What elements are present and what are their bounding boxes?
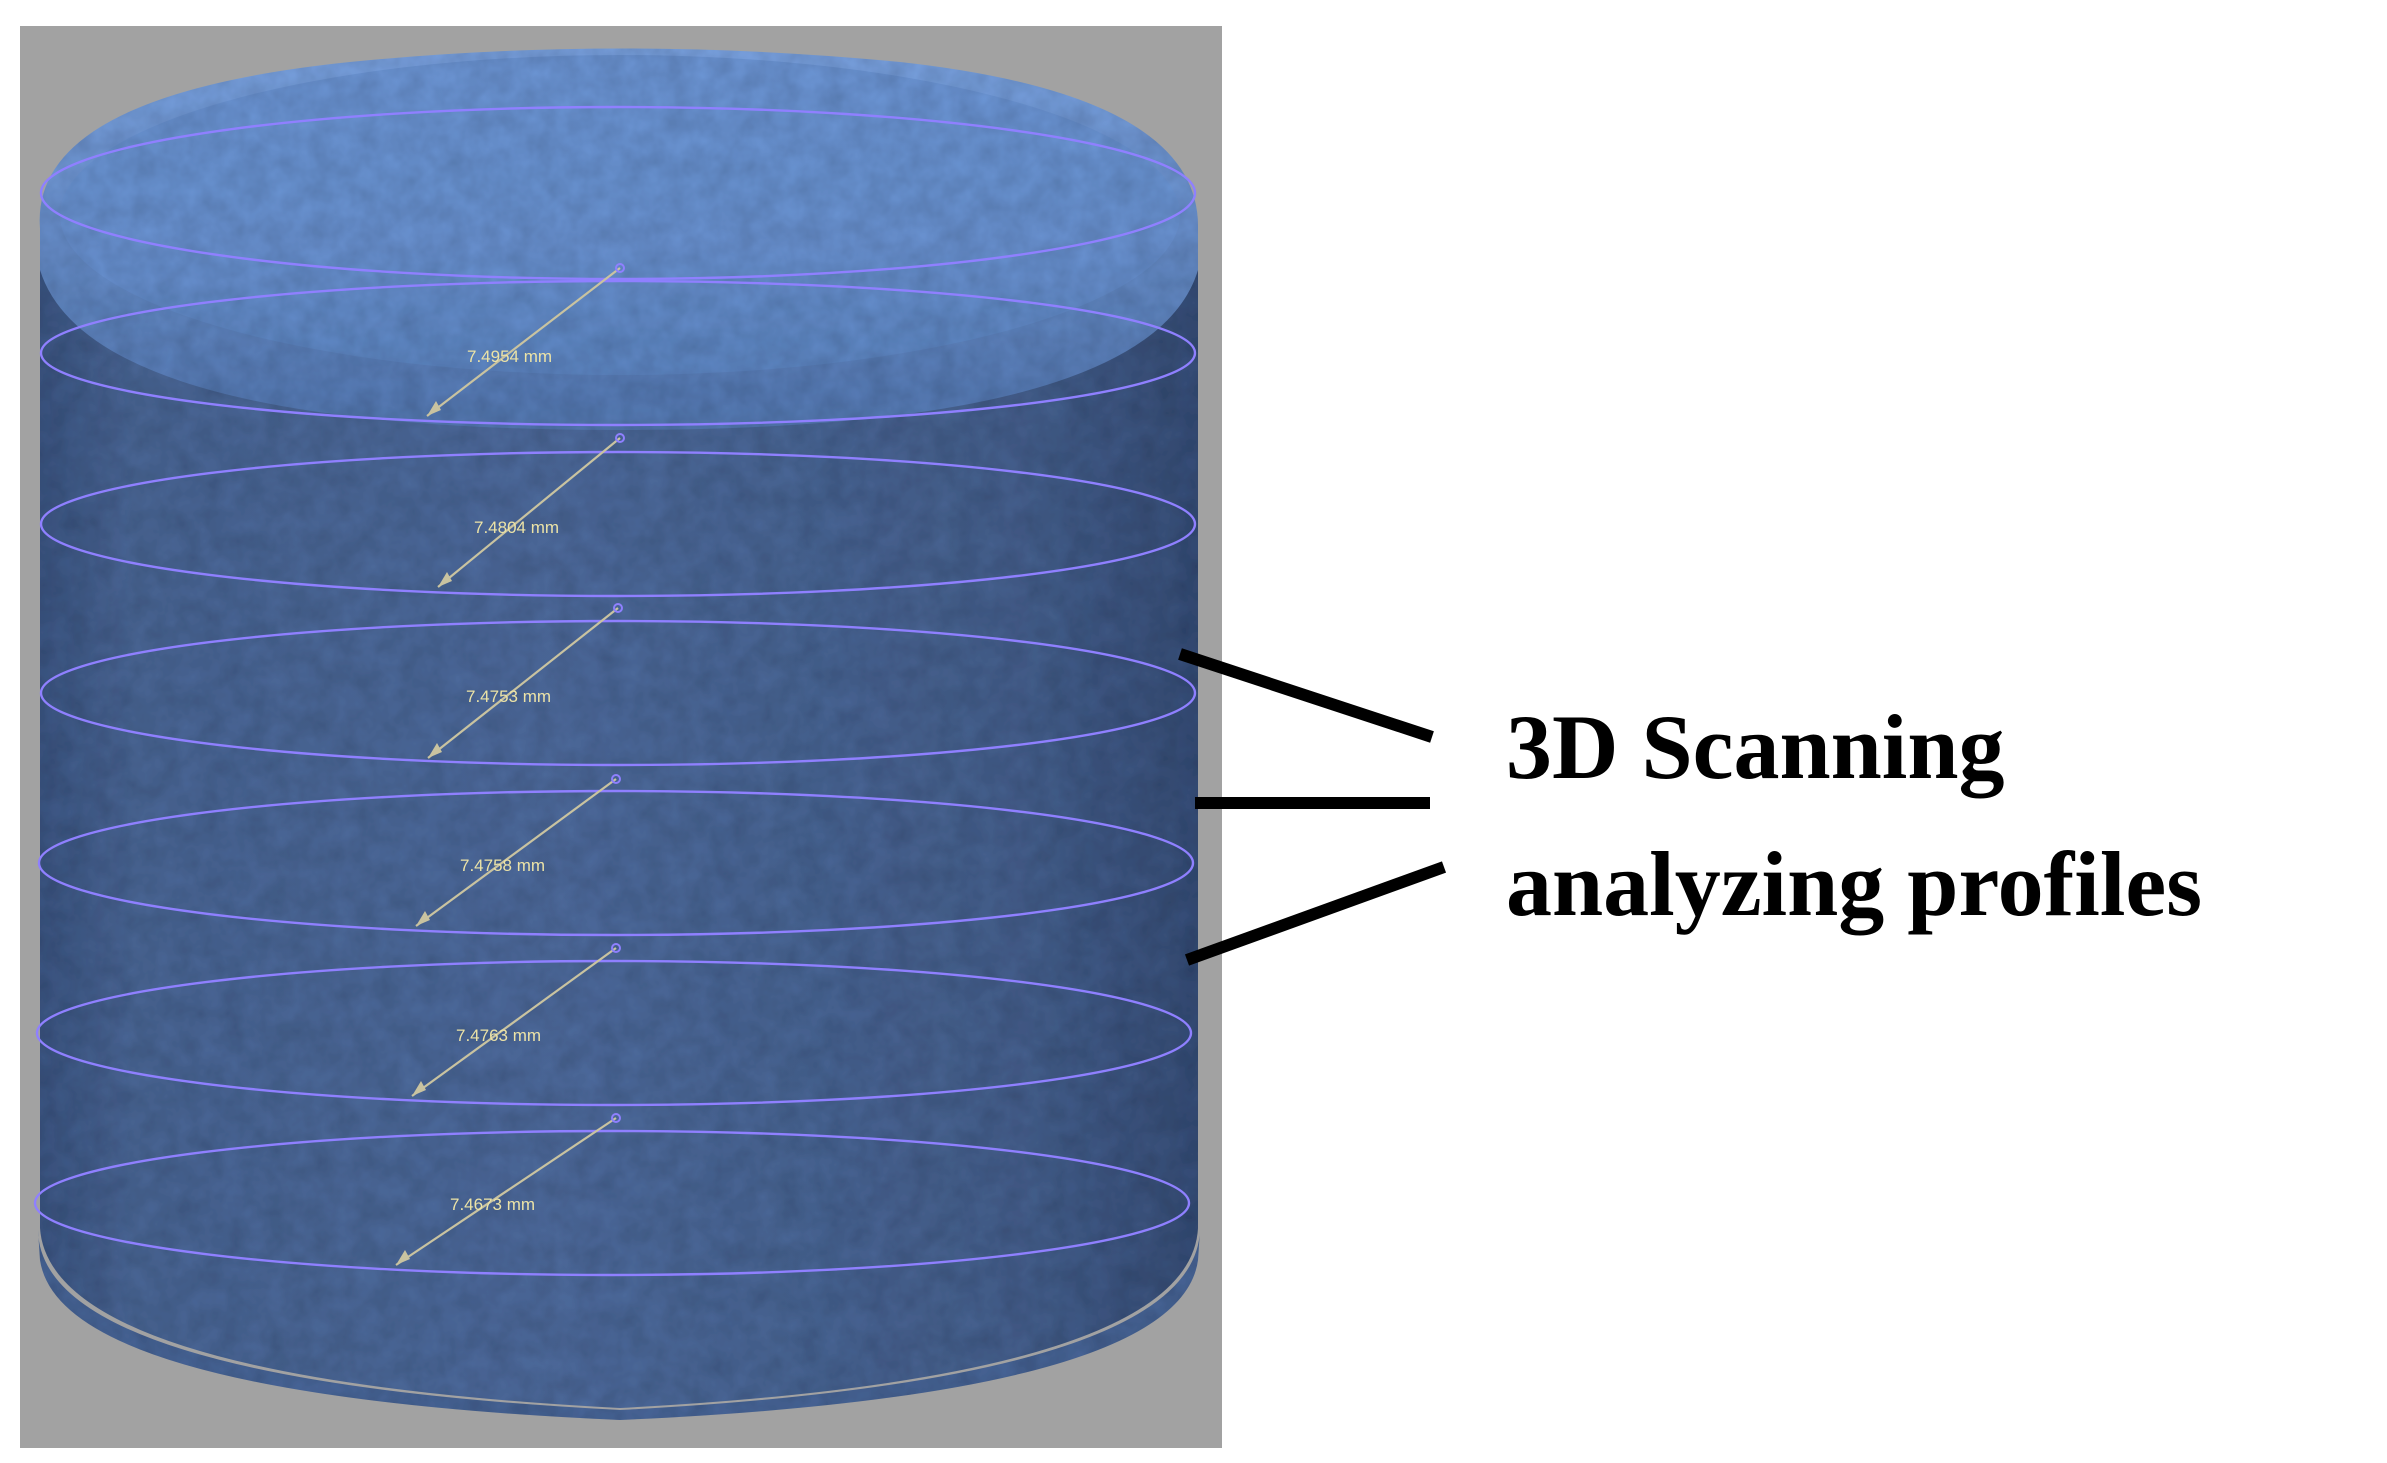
profile-ring-4 [37, 789, 1195, 937]
profile-ring-6 [33, 1129, 1191, 1277]
measurement-label-6: 7.4673 mm [450, 1195, 535, 1214]
arrowhead-6 [396, 1250, 410, 1265]
profile-ring-top [39, 105, 1197, 281]
profile-ring-2 [39, 450, 1197, 598]
profile-center-4 [611, 774, 621, 784]
profile-ring-1 [39, 279, 1197, 427]
radius-arrow-6 [395, 1117, 617, 1266]
profile-center-5 [611, 943, 621, 953]
radius-arrow-4 [415, 778, 617, 927]
measurement-label-1: 7.4954 mm [467, 347, 552, 366]
arrowhead-2 [438, 572, 452, 587]
callout-line-lower [1184, 861, 1447, 966]
measurement-label-3: 7.4753 mm [466, 687, 551, 706]
callout-line-upper [1178, 648, 1434, 743]
callout-leaders [1178, 648, 1447, 966]
cylinder-body [40, 228, 1198, 1408]
profile-center-3 [613, 603, 623, 613]
analysis-profiles: 7.4954 mm 7.4804 mm 7.4753 mm 7.4758 mm … [33, 105, 1197, 1277]
radius-arrow-1 [426, 267, 621, 417]
profile-center-1 [615, 263, 625, 273]
cylinder-top-face [60, 55, 1180, 375]
radius-arrow-3 [427, 607, 619, 759]
profile-ring-3 [39, 619, 1197, 767]
scanned-cylinder [38, 48, 1200, 1420]
measurement-label-2: 7.4804 mm [474, 518, 559, 537]
measurement-label-4: 7.4758 mm [460, 856, 545, 875]
measurement-label-5: 7.4763 mm [456, 1026, 541, 1045]
arrowhead-1 [427, 401, 441, 416]
caption-line-1: 3D Scanning [1506, 696, 2005, 798]
profile-center-2 [615, 433, 625, 443]
caption: 3D Scanning analyzing profiles [1506, 696, 2202, 935]
profile-center-6 [611, 1113, 621, 1123]
arrowhead-4 [416, 911, 430, 926]
arrowhead-5 [412, 1081, 426, 1096]
radius-arrow-5 [411, 947, 617, 1097]
radius-arrow-2 [437, 437, 621, 588]
caption-line-2: analyzing profiles [1506, 833, 2202, 935]
arrowhead-3 [428, 743, 442, 758]
profile-ring-5 [35, 959, 1193, 1107]
